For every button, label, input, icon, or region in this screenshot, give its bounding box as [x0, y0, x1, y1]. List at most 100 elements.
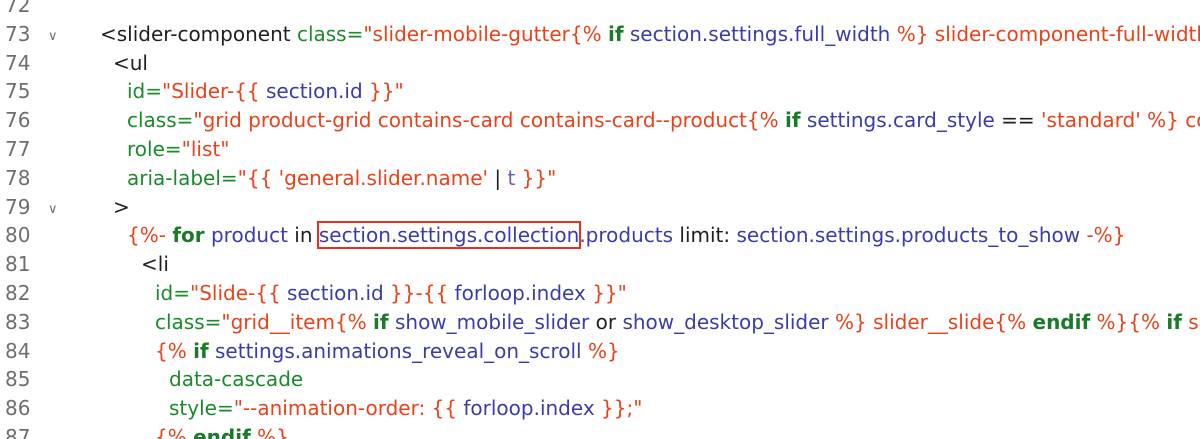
- code-line[interactable]: 79∨>: [0, 193, 1200, 222]
- code-token: "grid product-grid contains-card contain…: [193, 108, 785, 133]
- code-text[interactable]: <slider-component class="slider-mobile-g…: [100, 20, 1200, 49]
- code-token: "slider-mobile-gutter{%: [363, 21, 608, 46]
- code-text[interactable]: aria-label="{{ 'general.slider.name' | t…: [127, 164, 556, 193]
- code-line[interactable]: 85 data-cascade: [0, 365, 1200, 394]
- code-token: "list": [181, 137, 230, 161]
- code-line[interactable]: 74 <ul: [0, 49, 1200, 78]
- code-token: section.settings.full_width: [623, 21, 891, 46]
- code-token: settings.card_style: [800, 108, 995, 133]
- line-number: 72: [5, 0, 31, 17]
- code-text[interactable]: {% if settings.animations_reveal_on_scro…: [155, 337, 620, 366]
- code-text[interactable]: <li: [141, 250, 169, 279]
- code-line[interactable]: 76 class="grid product-grid contains-card…: [0, 106, 1200, 135]
- code-token: limit:: [679, 223, 737, 248]
- code-token: section.id: [280, 281, 384, 305]
- code-token: }}": [585, 281, 627, 305]
- code-line[interactable]: 84 {% if settings.animations_reveal_on_sc…: [0, 337, 1200, 366]
- code-token: "Slider-{{: [162, 79, 260, 104]
- code-text[interactable]: <ul: [113, 49, 148, 78]
- code-token: %}: [581, 338, 620, 363]
- code-token: {%-: [127, 223, 173, 248]
- code-token: }}": [515, 165, 557, 190]
- code-token: class=: [155, 309, 222, 334]
- code-token: >: [113, 194, 130, 219]
- code-token: %} slider-component-full-width{%: [896, 21, 1200, 46]
- code-token: if: [1166, 309, 1182, 334]
- code-token: |: [494, 165, 508, 190]
- code-text[interactable]: >: [113, 193, 130, 222]
- code-token: }};": [594, 396, 643, 421]
- line-number: 78: [5, 165, 31, 190]
- code-line[interactable]: 82 id="Slide-{{ section.id }}-{{ forloop.…: [0, 279, 1200, 308]
- code-text[interactable]: {%- for product in section.settings.coll…: [127, 221, 1125, 250]
- code-token: forloop.index: [448, 281, 586, 305]
- code-token: class=: [127, 108, 194, 133]
- line-number-gutter: [0, 0, 72, 439]
- code-token: "grid__item{%: [221, 309, 374, 334]
- code-token: if: [785, 108, 801, 133]
- code-token: %} slider__slide{%: [828, 309, 1033, 334]
- code-text[interactable]: role="list": [127, 135, 229, 164]
- code-token: t: [507, 165, 516, 190]
- code-token: <slider-component: [100, 21, 297, 46]
- code-token: "--animation-order: {{: [233, 396, 457, 421]
- code-token: 'standard' %} co: [1041, 108, 1200, 133]
- code-line[interactable]: 77 role="list": [0, 135, 1200, 164]
- code-token: section.id: [259, 79, 363, 104]
- line-number: 76: [5, 108, 31, 133]
- code-line[interactable]: 72: [0, 0, 1200, 20]
- line-number: 87: [5, 425, 31, 439]
- code-token: %}: [250, 425, 289, 439]
- code-text[interactable]: class="grid product-grid contains-card c…: [127, 106, 1200, 135]
- code-token: -%}: [1080, 223, 1126, 248]
- code-text[interactable]: class="grid__item{% if show_mobile_slide…: [155, 308, 1200, 337]
- code-text[interactable]: id="Slide-{{ section.id }}-{{ forloop.in…: [155, 279, 627, 308]
- code-token: {%: [155, 338, 194, 363]
- fold-chevron-icon[interactable]: ∨: [48, 201, 58, 217]
- line-number: 80: [5, 223, 31, 248]
- code-token: role=: [127, 137, 182, 161]
- code-token: forloop.index: [457, 396, 595, 421]
- code-token: {%: [155, 425, 194, 439]
- code-token: if: [607, 21, 624, 46]
- line-number: 86: [5, 396, 31, 421]
- code-token: "{{ 'general.slider.name': [237, 165, 495, 190]
- code-token: .products: [579, 223, 680, 248]
- highlighted-token: section.settings.collection: [316, 221, 582, 250]
- code-token: for: [172, 223, 205, 248]
- code-token: %}{%: [1090, 309, 1167, 334]
- code-line[interactable]: 73∨<slider-component class="slider-mobil…: [0, 20, 1200, 49]
- code-token: aria-label=: [127, 165, 238, 190]
- code-token: show_desktop_slider: [622, 309, 829, 334]
- code-token: or: [595, 309, 623, 334]
- code-token: style=: [169, 396, 234, 421]
- code-text[interactable]: {% endif %}: [155, 423, 289, 439]
- code-token: endif: [193, 425, 251, 439]
- line-number: 82: [5, 281, 31, 305]
- line-number: 81: [5, 252, 31, 277]
- code-text[interactable]: style="--animation-order: {{ forloop.ind…: [169, 394, 642, 423]
- code-token: id=: [155, 281, 191, 305]
- code-token: in: [294, 223, 319, 248]
- line-number: 85: [5, 367, 31, 392]
- code-line[interactable]: 81 <li: [0, 250, 1200, 279]
- line-number: 74: [5, 50, 31, 75]
- code-token: "Slide-{{: [190, 281, 281, 305]
- code-line[interactable]: 80 {%- for product in section.settings.co…: [0, 221, 1200, 250]
- code-line[interactable]: 86 style="--animation-order: {{ forloop.i…: [0, 394, 1200, 423]
- line-number: 77: [5, 137, 31, 161]
- code-token: if: [373, 309, 389, 334]
- code-text[interactable]: data-cascade: [169, 365, 303, 394]
- code-token: <ul: [113, 50, 148, 75]
- code-text[interactable]: id="Slider-{{ section.id }}": [127, 77, 404, 106]
- fold-chevron-icon[interactable]: ∨: [48, 28, 58, 44]
- code-line[interactable]: 87 {% endif %}: [0, 423, 1200, 439]
- line-number: 84: [5, 338, 31, 363]
- code-token: section.settings.products_to_show: [736, 223, 1081, 248]
- code-token: ==: [994, 108, 1042, 133]
- code-line[interactable]: 78 aria-label="{{ 'general.slider.name' |…: [0, 164, 1200, 193]
- code-token: if: [193, 338, 209, 363]
